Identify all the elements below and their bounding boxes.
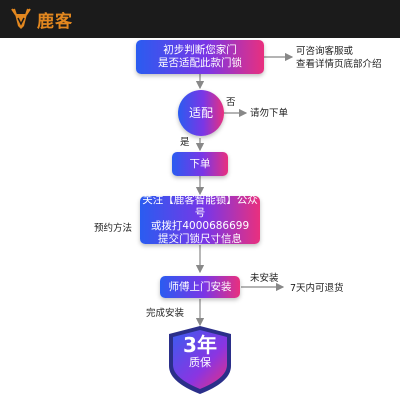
contact-line-3: 提交门锁尺寸信息: [158, 233, 242, 245]
contact-line-1: 关注【鹿客智能锁】公众号: [142, 194, 258, 219]
confirm-node: 初步判断您家门 是否适配此款门锁: [136, 40, 264, 74]
complete-label: 完成安装: [146, 308, 185, 319]
warranty-badge: 3年 质保: [168, 334, 232, 370]
brand-logo: 鹿客: [8, 5, 73, 33]
confirm-line-2: 是否适配此款门锁: [158, 57, 242, 69]
consult-note: 可咨询客服或 查看详情页底部介绍: [296, 45, 396, 71]
consult-line-2: 查看详情页底部介绍: [296, 59, 382, 70]
install-label: 师傅上门安装: [168, 280, 232, 293]
deer-icon: [11, 8, 31, 29]
confirm-line-1: 初步判断您家门: [163, 44, 237, 56]
dont-order-label: 请勿下单: [250, 108, 289, 119]
refund-label: 7天内可退货: [290, 283, 344, 294]
brand-name: 鹿客: [37, 11, 73, 32]
adapt-label: 适配: [188, 105, 213, 120]
warranty-label: 质保: [189, 356, 211, 369]
yes-label: 是: [180, 137, 190, 148]
contact-node: 关注【鹿客智能锁】公众号 或拨打4000686699 提交门锁尺寸信息: [140, 194, 260, 245]
not-installed-label: 未安装: [250, 273, 279, 284]
no-label: 否: [226, 97, 236, 108]
adapt-node: 适配: [178, 90, 224, 136]
brand-header: 鹿客: [0, 0, 400, 38]
order-node: 下单: [172, 152, 228, 176]
consult-line-1: 可咨询客服或: [296, 46, 354, 57]
warranty-years: 3年: [183, 333, 217, 357]
install-node: 师傅上门安装: [160, 276, 240, 298]
contact-line-2: 或拨打4000686699: [150, 220, 250, 232]
booking-label: 预约方法: [94, 223, 133, 234]
order-label: 下单: [189, 157, 211, 170]
warranty-shield-inner: [173, 330, 227, 389]
